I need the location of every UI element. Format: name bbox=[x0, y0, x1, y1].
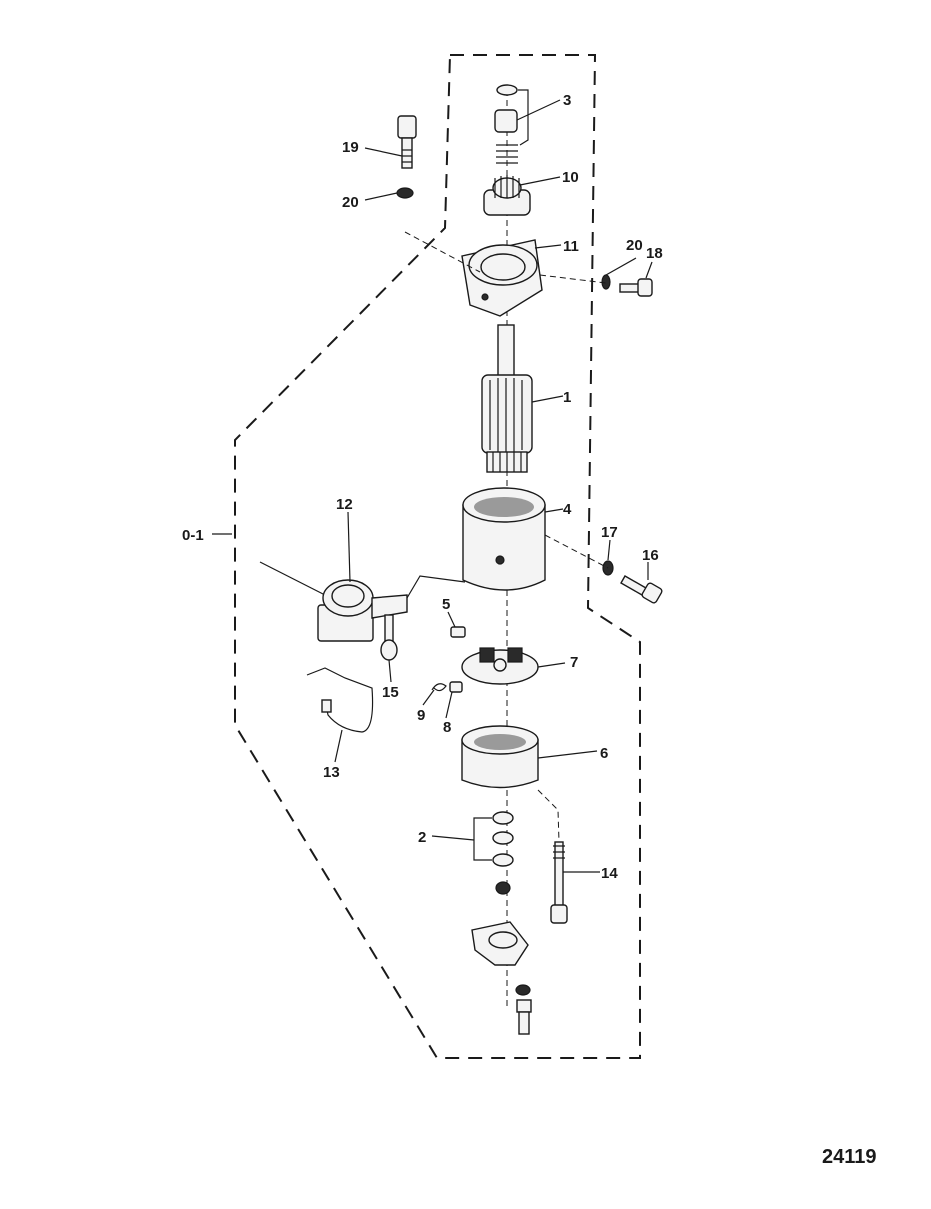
part-9-brush-spring bbox=[431, 683, 447, 692]
part-18-bolt bbox=[619, 278, 653, 297]
callout-9: 9 bbox=[417, 707, 425, 724]
callout-18: 18 bbox=[646, 245, 663, 262]
callout-12: 12 bbox=[336, 496, 353, 513]
assembly-boundary bbox=[234, 54, 641, 1059]
callout-10: 10 bbox=[562, 169, 579, 186]
callout-20-right: 20 bbox=[626, 237, 643, 254]
part-1-armature bbox=[481, 324, 533, 473]
part-19-bolt bbox=[397, 115, 417, 169]
part-7-brush-holder bbox=[461, 647, 539, 685]
callout-7: 7 bbox=[570, 654, 578, 671]
part-6-commutator-end-frame bbox=[461, 725, 539, 789]
callout-19: 19 bbox=[342, 139, 359, 156]
callout-17: 17 bbox=[601, 524, 618, 541]
callout-6: 6 bbox=[600, 745, 608, 762]
part-2-washers bbox=[473, 811, 514, 895]
leader-lines bbox=[212, 99, 653, 873]
part-16-bolt bbox=[620, 575, 663, 604]
callout-11: 11 bbox=[563, 238, 579, 255]
end-cap-bracket bbox=[471, 921, 529, 966]
part-8-brush bbox=[449, 681, 463, 693]
bottom-washer-and-bolt bbox=[515, 984, 532, 1035]
part-10-drive-pinion bbox=[483, 175, 531, 216]
part-4-field-frame bbox=[462, 487, 546, 591]
part-15-bolt bbox=[380, 614, 398, 661]
part-14-through-bolt bbox=[550, 841, 568, 924]
callout-4: 4 bbox=[563, 501, 572, 518]
part-5-brush bbox=[450, 626, 466, 638]
callout-1: 1 bbox=[563, 389, 571, 406]
callout-14: 14 bbox=[601, 865, 618, 882]
part-20-washer-left bbox=[396, 187, 414, 199]
alignment-line-4-16 bbox=[544, 534, 609, 569]
callout-16: 16 bbox=[642, 547, 659, 564]
part-11-drive-end-housing bbox=[461, 239, 543, 317]
assembly-label: 0-1 bbox=[182, 527, 204, 544]
part-12-solenoid bbox=[259, 561, 466, 642]
alignment-line-11-18 bbox=[539, 274, 607, 284]
callout-5: 5 bbox=[442, 596, 450, 613]
part-20-washer-right bbox=[601, 274, 611, 290]
part-3-retainer-collar-spring bbox=[494, 84, 529, 164]
figure-number: 24119 bbox=[822, 1146, 877, 1168]
callout-8: 8 bbox=[443, 719, 451, 736]
callout-13: 13 bbox=[323, 764, 340, 781]
callout-20-left: 20 bbox=[342, 194, 359, 211]
alignment-line-19-20 bbox=[404, 231, 481, 273]
alignment-line-6-14 bbox=[537, 789, 560, 843]
callout-3: 3 bbox=[563, 92, 571, 109]
part-13-lead-cable bbox=[306, 667, 374, 733]
callout-2: 2 bbox=[418, 829, 426, 846]
callout-15: 15 bbox=[382, 684, 399, 701]
